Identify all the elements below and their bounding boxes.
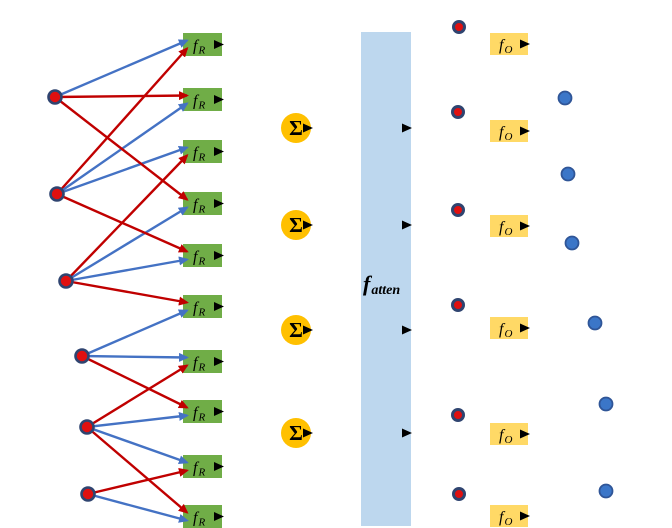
relation-fn-box [183,295,222,318]
relation-fn-box [183,505,222,528]
edge-arrow-blue [54,39,189,99]
edge-arrow-blue [87,492,189,523]
sum-sigma-label: Σ [289,318,303,342]
edge-arrow-red [87,467,189,496]
attended-node-dot [451,105,465,119]
input-node-dot [47,89,63,105]
input-node-dot [58,273,74,289]
output-fn-box [490,317,528,339]
output-fn-box [490,215,528,237]
edge-arrow-blue [65,206,189,283]
relation-fn-box [183,400,222,423]
output-node-dot [564,235,580,251]
edge-arrow-blue [81,352,189,362]
edge-arrow-red [81,354,189,409]
edge-arrow-red [86,364,189,429]
attended-node-dot [451,203,465,217]
output-fn-box [490,120,528,142]
input-node-dot [49,186,65,202]
sum-node-circle [281,315,311,345]
edge-arrow-red [54,96,189,201]
edge-arrow-red [56,47,189,195]
output-fn-box [490,423,528,445]
output-node-dot [560,166,576,182]
edge-arrow-red [56,192,189,253]
output-node-dot [598,483,614,499]
edge-arrow-blue [65,256,189,283]
edge-arrow-blue [86,425,189,465]
edge-arrow-blue [86,411,189,429]
attended-node-dot [451,298,465,312]
output-fn-box [490,33,528,55]
output-node-dot [587,315,603,331]
attention-module-bar [361,32,411,526]
edge-arrow-red [65,154,189,282]
attended-node-dot [452,487,466,501]
sum-sigma-label: Σ [289,116,303,140]
relation-fn-box [183,244,222,267]
sum-sigma-label: Σ [289,421,303,445]
output-fn-box [490,505,528,527]
edge-arrow-blue [81,309,189,358]
output-node-dot [598,396,614,412]
relation-fn-box [183,350,222,373]
sum-sigma-label: Σ [289,213,303,237]
relation-fn-box [183,192,222,215]
input-node-dot [79,419,95,435]
relation-fn-box [183,33,222,56]
attended-node-dot [451,408,465,422]
sum-node-circle [281,113,311,143]
edge-arrow-blue [56,145,189,196]
input-node-dot [80,486,96,502]
edge-arrow-red [54,91,189,101]
attended-node-dot [452,20,466,34]
relation-fn-box [183,140,222,163]
sum-node-circle [281,210,311,240]
relation-fn-box [183,88,222,111]
edge-arrow-red [86,426,189,514]
sum-node-circle [281,418,311,448]
output-node-dot [557,90,573,106]
relation-fn-box [183,455,222,478]
input-node-dot [74,348,90,364]
edge-arrow-red [65,279,189,306]
